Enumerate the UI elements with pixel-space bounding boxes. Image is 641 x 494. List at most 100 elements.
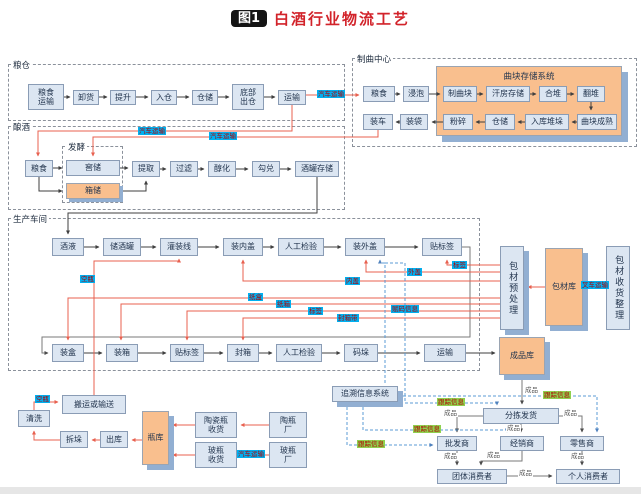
- node-outer-capping: 装外盖: [345, 238, 385, 256]
- section-workshop: [8, 218, 480, 371]
- flow-label-tracking-2: 跟踪信息: [543, 391, 571, 399]
- node-ceramic-bottle-factory: 陶瓶 厂: [269, 412, 307, 438]
- figure-number-badge: 图1: [230, 10, 268, 27]
- flow-label-truck-2: 汽车运输: [138, 127, 166, 135]
- page-edge-strip: [0, 487, 641, 494]
- node-silo-storage: 仓储: [192, 90, 218, 105]
- node-packaging-receiving: 包材收货整理: [606, 246, 630, 330]
- node-dealer: 经销商: [500, 436, 544, 451]
- flow-label-code-info: 赋码信息: [391, 305, 419, 313]
- flow-label-tag-top: 标签: [452, 261, 467, 269]
- flow-label-product-2: 成品: [443, 409, 458, 417]
- node-truck-loading: 装车: [363, 114, 393, 130]
- node-crush: 粉碎: [443, 114, 473, 130]
- node-bottom-out: 底部 出仓: [232, 84, 264, 110]
- node-tank-storage: 酒罐存储: [295, 161, 339, 177]
- flow-label-product-6: 成品: [486, 451, 501, 459]
- node-into-silo: 入仓: [151, 90, 177, 105]
- flow-label-tracking-4: 跟踪信息: [357, 440, 385, 448]
- section-label-workshop: 生产车间: [11, 215, 50, 225]
- node-inbound-stack: 入库堆垛: [525, 114, 569, 130]
- node-sorting-dispatch: 分拣发货: [483, 408, 559, 424]
- node-soak: 浸泡: [403, 86, 429, 102]
- node-turn-stack: 翻堆: [577, 86, 605, 102]
- node-transport-grain: 运输: [278, 90, 306, 105]
- node-qu-storage: 仓储: [485, 114, 515, 130]
- node-liquor: 酒液: [52, 238, 84, 256]
- node-individual-consumer: 个人消费者: [556, 469, 620, 484]
- node-manual-inspection-1: 人工检验: [278, 238, 324, 256]
- node-palletizing: 码垛: [344, 344, 378, 362]
- node-glass-bottle-receiving: 玻瓶 收货: [195, 442, 237, 468]
- flow-label-tracking-1: 跟踪信息: [437, 398, 465, 406]
- node-bagging: 装袋: [400, 114, 428, 130]
- node-liquor-tank: 储酒罐: [103, 238, 141, 256]
- qu-storage-system-title: 曲块存储系统: [503, 72, 555, 82]
- node-finished-goods-warehouse: 成品库: [499, 337, 545, 375]
- node-lift: 提升: [110, 90, 136, 105]
- node-washing: 清洗: [18, 410, 50, 427]
- flow-label-product-3: 成品: [506, 424, 521, 432]
- figure-title: 图1 白酒行业物流工艺: [0, 8, 641, 29]
- section-label-brew: 酿酒: [11, 123, 33, 133]
- flow-label-truck-3: 汽车运输: [209, 132, 237, 140]
- node-extract: 提取: [132, 161, 160, 177]
- node-packaging-warehouse: 包材库: [545, 248, 583, 326]
- node-retailer: 零售商: [560, 436, 604, 451]
- node-filter: 过滤: [170, 161, 198, 177]
- section-label-grain: 粮仓: [11, 61, 33, 71]
- node-sealing: 封箱: [227, 344, 259, 362]
- node-ceramic-bottle-receiving: 陶瓷瓶 收货: [195, 412, 237, 438]
- node-blending: 勾兑: [252, 161, 280, 177]
- section-qu-center: [352, 58, 637, 147]
- node-traceability-system: 追溯信息系统: [332, 386, 398, 402]
- node-qu-grain: 粮食: [363, 86, 395, 102]
- flow-label-paper-box: 纸盒: [248, 293, 263, 301]
- node-labeling-top: 贴标签: [422, 238, 462, 256]
- node-manual-inspection-2: 人工检验: [276, 344, 322, 362]
- node-box-storage: 箱储: [66, 183, 120, 199]
- node-conveying: 搬运或输送: [62, 395, 126, 414]
- node-brew-grain: 粮食: [25, 160, 53, 177]
- flow-label-forklift: 叉车运输: [581, 281, 609, 289]
- flow-label-tag-bottom: 标签: [308, 307, 323, 315]
- flow-label-outer-cap: 外盖: [407, 268, 422, 276]
- node-outbound: 出库: [100, 431, 128, 448]
- node-packaging-pretreatment: 包材预处理: [500, 246, 524, 330]
- node-boxing: 装盒: [52, 344, 84, 362]
- node-aging: 醇化: [208, 161, 236, 177]
- section-brewing: [8, 126, 345, 210]
- figure-title-text: 白酒行业物流工艺: [274, 10, 411, 28]
- node-make-qu: 制曲块: [443, 86, 477, 102]
- node-unload: 卸货: [73, 90, 99, 105]
- flow-label-empty-bottle-1: 空瓶: [80, 275, 95, 283]
- node-filling-line: 灌装线: [160, 238, 198, 256]
- flow-label-seal-tape: 封箱带: [337, 314, 359, 322]
- node-depalletizing: 拆垛: [60, 431, 88, 448]
- node-cellar-storage: 窖储: [66, 160, 120, 176]
- node-bottle-warehouse: 瓶库: [142, 411, 169, 465]
- node-wholesaler: 批发商: [437, 436, 477, 451]
- flow-label-product-8: 成品: [518, 469, 533, 477]
- node-glass-bottle-factory: 玻瓶 厂: [269, 442, 307, 468]
- node-sweat-room-storage: 汗房存储: [486, 86, 530, 102]
- flow-label-product-5: 成品: [443, 452, 458, 460]
- flow-label-truck-1: 汽车运输: [317, 90, 345, 98]
- node-transport-finished: 运输: [424, 344, 466, 362]
- flow-label-product-7: 成品: [570, 452, 585, 460]
- node-casing: 装箱: [106, 344, 138, 362]
- node-stack: 合堆: [539, 86, 567, 102]
- flow-label-truck-4: 汽车运输: [237, 450, 265, 458]
- node-grain-transport: 粮食 运输: [28, 84, 64, 110]
- flow-label-carton: 纸箱: [276, 300, 291, 308]
- flow-label-product-1: 成品: [524, 386, 539, 394]
- flow-label-product-4: 成品: [563, 409, 578, 417]
- flow-label-inner-cap: 内盖: [345, 277, 360, 285]
- node-labeling-bottom: 贴标签: [170, 344, 204, 362]
- flow-label-tracking-3: 跟踪信息: [413, 425, 441, 433]
- node-qu-mature: 曲块成熟: [577, 114, 617, 130]
- node-group-consumer: 团体消费者: [437, 469, 507, 484]
- section-label-ferment: 发酵: [66, 143, 88, 153]
